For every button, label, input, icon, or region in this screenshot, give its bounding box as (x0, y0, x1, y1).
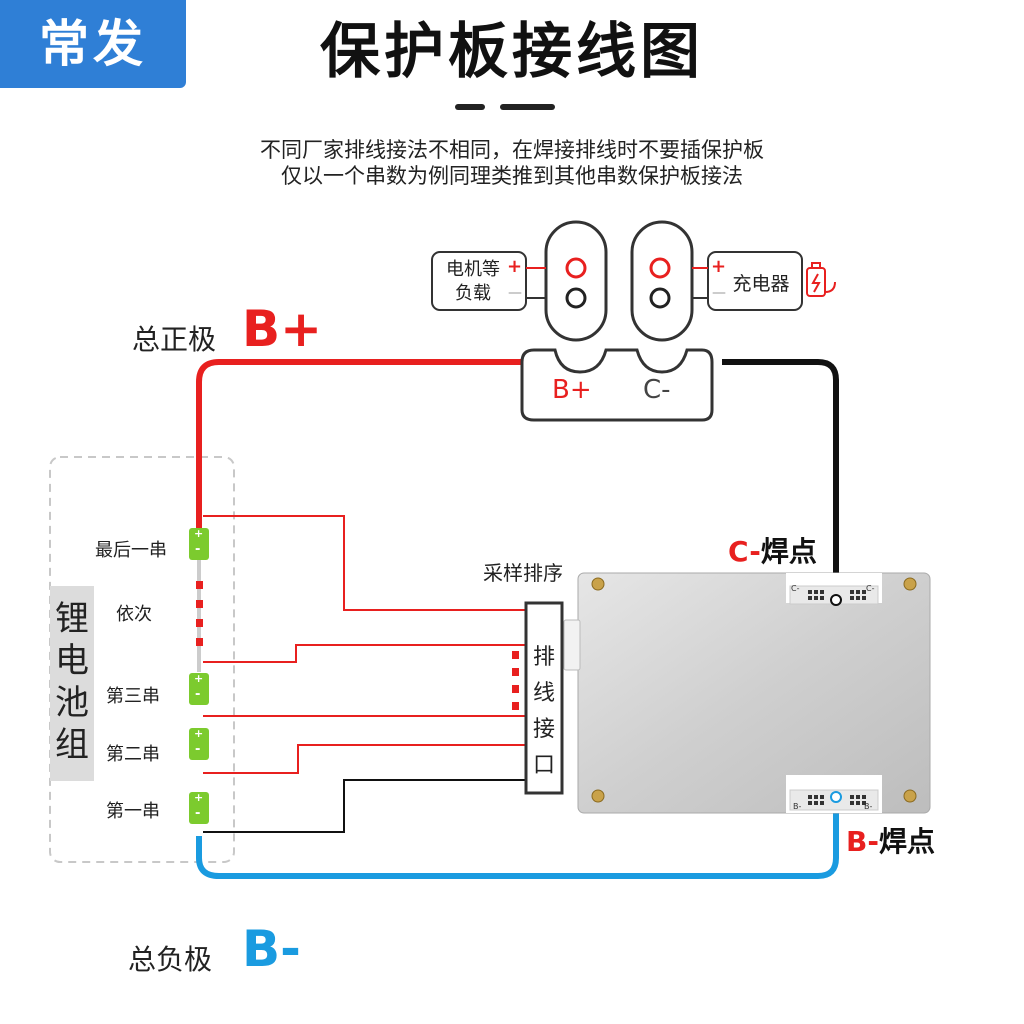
charger-plus: + (711, 256, 727, 277)
screw-icon (591, 789, 605, 803)
charger-box (707, 251, 803, 311)
pad-label-b-right: B- (864, 802, 873, 811)
battery-charge-icon (806, 262, 836, 297)
cell-first (189, 792, 209, 824)
b-solder-label: B-焊点 (846, 820, 935, 860)
c-minus-wire (722, 359, 839, 600)
load-minus: — (508, 285, 522, 301)
subtitle-line-1: 不同厂家排线接法不相同，在焊接排线时不要插保护板 (260, 138, 764, 162)
lug-b-plus (544, 220, 608, 342)
charger-minus: — (712, 285, 726, 301)
pad-label-b-left: B- (793, 802, 802, 811)
pack-char: 池 (55, 683, 89, 723)
title-divider-right (500, 104, 555, 110)
terminal-c-minus: C- (643, 375, 671, 405)
screw-icon (591, 577, 605, 591)
load-label-line1: 电机等 (446, 259, 500, 280)
pack-char: 电 (55, 641, 89, 681)
cell-label-first: 第一串 (106, 801, 160, 822)
sample-wire-last (203, 515, 526, 611)
c-solder-text: 焊点 (760, 535, 817, 568)
cell-label-second: 第二串 (106, 744, 160, 765)
cell-minus: - (195, 806, 201, 821)
sample-wire-third (203, 644, 526, 663)
cell-minus: - (195, 742, 201, 757)
connector-char: 接 (532, 717, 555, 742)
cell-second (189, 728, 209, 760)
connector-char: 排 (532, 645, 555, 670)
load-box (431, 251, 527, 311)
sample-wire-ground (203, 779, 526, 833)
c-solder-label: C-焊点 (728, 530, 817, 570)
connector-char: 线 (532, 681, 555, 706)
lug-c-minus (630, 220, 694, 342)
pack-char: 锂 (55, 599, 89, 639)
cell-plus: + (194, 791, 204, 804)
pad-label-c-right: C- (866, 584, 875, 593)
title-divider-left (455, 104, 485, 110)
sample-wire-first (203, 744, 526, 774)
b-solder-text: 焊点 (878, 825, 935, 858)
subtitle-line-2: 仅以一个串数为例同理类推到其他串数保护板接法 (281, 164, 743, 188)
connector-dots (512, 651, 519, 710)
terminal-b-plus: B+ (552, 375, 592, 405)
brand-logo: 常发 (0, 0, 186, 88)
cell-label-middle: 依次 (116, 604, 152, 625)
cell-third (189, 673, 209, 705)
cell-plus: + (194, 527, 204, 540)
cell-label-last: 最后一串 (95, 540, 167, 561)
b-minus-wire (196, 800, 839, 879)
page-title: 保护板接线图 (320, 17, 704, 87)
cell-plus: + (194, 727, 204, 740)
pad-label-c-left: C- (791, 584, 800, 593)
terminal-block (520, 348, 714, 422)
connector-char: 口 (532, 753, 555, 778)
b-solder-symbol: B- (846, 825, 879, 858)
sampling-order-label: 采样排序 (483, 561, 563, 585)
screw-icon (903, 789, 917, 803)
connector-label: 排 线 接 口 (527, 640, 561, 784)
load-plus: + (507, 256, 523, 277)
cell-last (189, 528, 209, 560)
total-positive-label: 总正极 (132, 323, 217, 356)
load-label-line2: 负载 (455, 283, 491, 304)
b-plus-wire (196, 359, 522, 528)
cell-label-third: 第三串 (106, 686, 160, 707)
connector-box (524, 601, 564, 795)
c-solder-symbol: C- (728, 535, 761, 568)
battery-pack-label: 锂 电 池 组 (49, 598, 95, 766)
screw-icon (903, 577, 917, 591)
cell-dots (196, 581, 203, 646)
total-positive-symbol: B+ (242, 300, 323, 358)
pack-char: 组 (55, 725, 89, 765)
total-negative-label: 总负极 (128, 943, 213, 976)
cell-minus: - (195, 687, 201, 702)
battery-pack-label-bg (50, 586, 94, 781)
protection-board (563, 572, 931, 814)
cell-minus: - (195, 542, 201, 557)
charger-label: 充电器 (732, 273, 790, 295)
cell-plus: + (194, 672, 204, 685)
total-negative-symbol: B- (242, 920, 301, 978)
